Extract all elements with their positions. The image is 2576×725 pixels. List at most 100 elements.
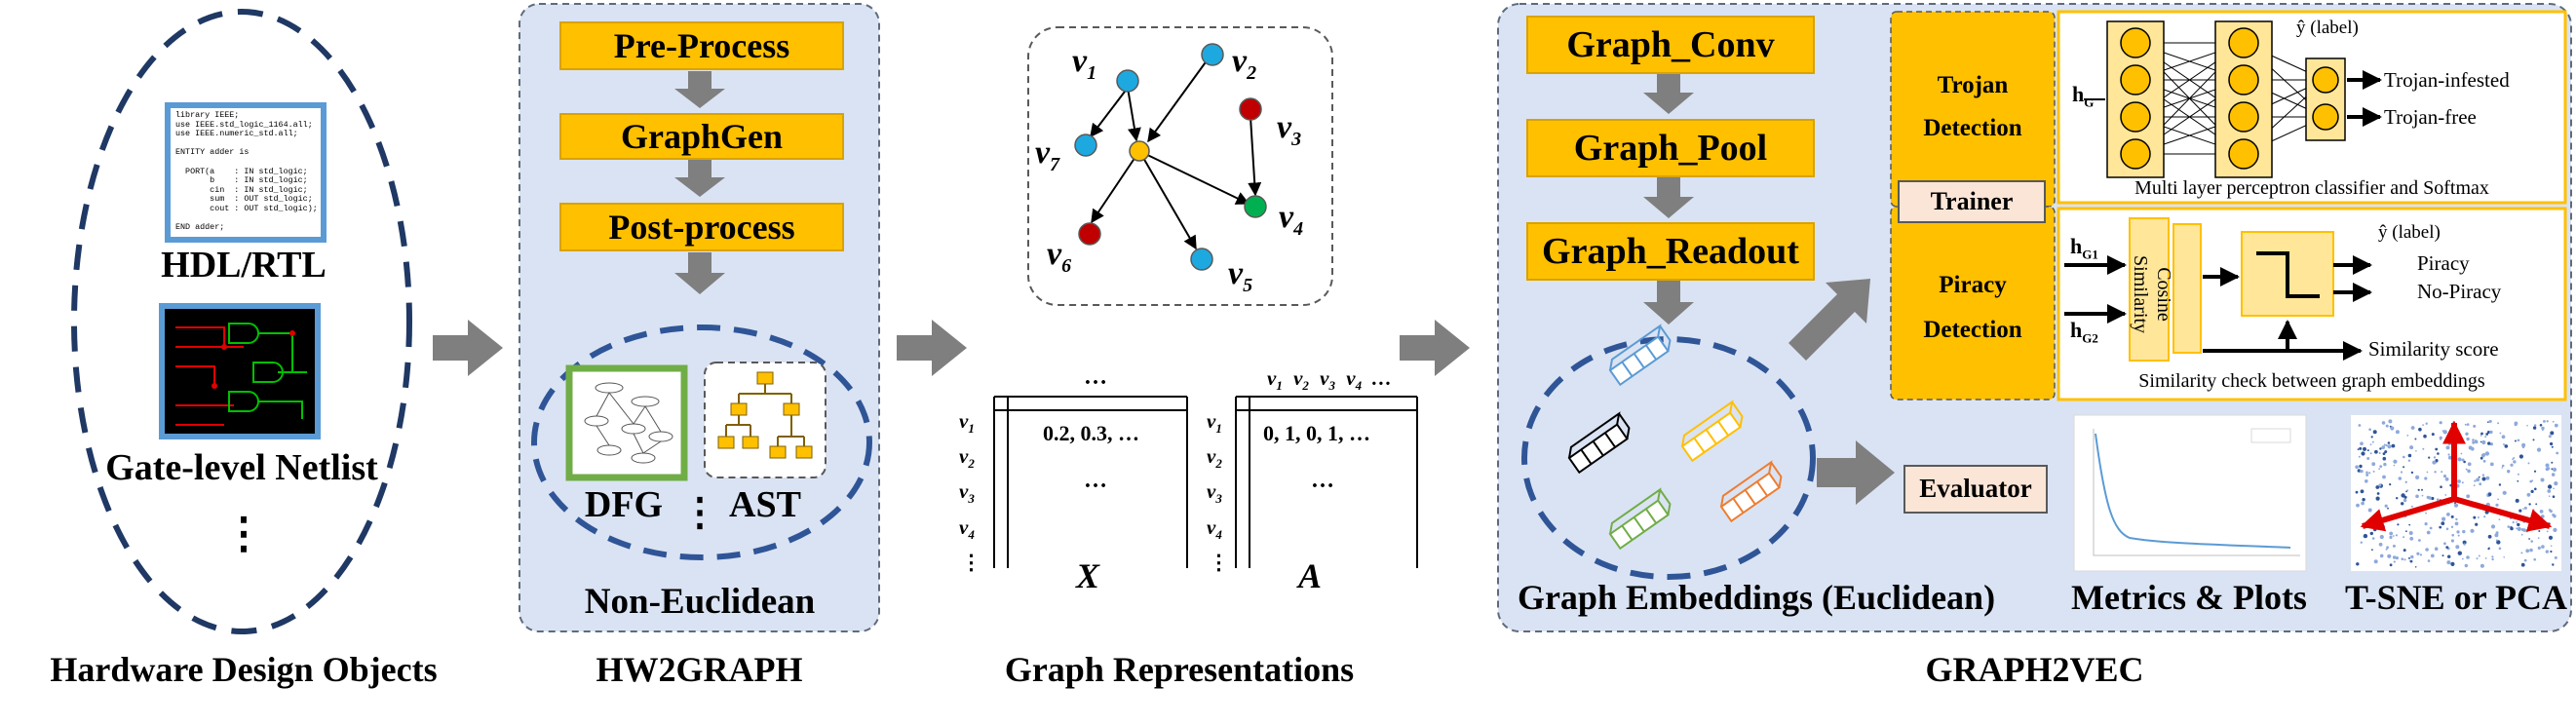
tsne-point [2518,509,2522,513]
graph-readout-layer: Graph_Readout [1526,222,1815,281]
graph-node-v5 [1190,248,1213,271]
tsne-point [2426,530,2431,535]
tsne-point [2489,442,2493,446]
x-row-header: v4 [959,515,975,542]
tsne-point [2551,445,2554,448]
tsne-point [2415,475,2420,479]
node-label-v1: v1 [1072,43,1097,84]
metrics-plot [2073,414,2307,572]
tsne-point [2429,526,2433,530]
tsne-point [2441,430,2444,432]
tsne-point [2457,531,2460,534]
tsne-point [2476,557,2479,560]
tsne-point [2485,476,2490,480]
tsne-point [2440,485,2442,489]
tsne-point [2389,483,2392,486]
tsne-point [2490,524,2496,529]
tsne-point [2517,473,2519,476]
tsne-point [2404,480,2407,483]
tsne-point [2444,494,2447,496]
tsne-point [2518,454,2523,459]
tsne-point [2401,502,2404,506]
tsne-point [2379,534,2384,540]
tsne-point [2358,455,2361,458]
tsne-point [2461,557,2464,560]
tsne-point [2531,479,2534,482]
tsne-point [2489,430,2493,435]
piracy-detection-box [1890,206,2056,401]
tsne-point [2442,475,2447,478]
tsne-point [2450,525,2454,528]
tsne-point [2476,477,2480,482]
x-row-header: v2 [959,444,975,472]
tsne-point [2372,527,2377,532]
tsne-point [2447,453,2450,456]
tsne-point [2465,432,2469,436]
tsne-point [2387,444,2392,449]
tsne-point [2522,528,2526,532]
tsne-point [2457,479,2461,483]
tsne-point [2366,449,2369,452]
tsne-point [2355,465,2359,470]
tsne-point [2445,546,2449,549]
a-row-header: v4 [1207,515,1222,542]
tsne-point [2439,438,2442,440]
tsne-point [2547,489,2552,493]
tsne-point [2378,468,2381,471]
tsne-point [2550,431,2555,436]
tsne-point [2457,551,2462,555]
tsne-point [2379,465,2383,468]
tsne-point [2361,501,2365,506]
tsne-point [2463,460,2466,464]
graph2vec-layer-arrows [1643,73,1694,324]
tsne-point [2541,426,2545,431]
tsne-point [2554,481,2558,486]
tsne-point [2418,427,2422,432]
tsne-point [2510,463,2514,467]
tsne-point [2372,430,2377,435]
tsne-point [2539,424,2543,427]
tsne-point [2491,555,2494,558]
tsne-point [2371,462,2376,467]
tsne-point [2379,553,2384,558]
tsne-point [2446,513,2450,516]
tsne-point [2467,469,2471,474]
similarity-output-label: ŷ (label) [2378,222,2441,243]
tsne-point [2408,531,2413,535]
tsne-point [2482,459,2486,463]
ast-tree [717,371,813,459]
similarity-input1-label: hG1 [2070,234,2098,262]
tsne-point [2491,557,2494,561]
tsne-point [2516,521,2518,523]
hdl-code: library IEEE;use IEEE.std_logic_1164.all… [175,111,322,236]
tsne-point [2487,421,2489,424]
tsne-point [2403,549,2406,553]
tsne-point [2439,525,2442,529]
tsne-point [2395,556,2399,560]
tsne-point [2551,461,2554,464]
tsne-point [2360,489,2365,494]
tsne-point [2478,476,2480,478]
tsne-point [2481,477,2486,481]
a-matrix-row1: 0, 1, 0, 1, … [1263,421,1370,445]
tsne-point [2369,443,2372,446]
tsne-point [2357,469,2362,473]
tsne-point [2517,526,2521,532]
tsne-point [2359,464,2363,469]
tsne-point [2428,456,2431,459]
tsne-point [2507,525,2511,528]
embeddings-ellipse [1521,336,1816,580]
node-label-v3: v3 [1277,109,1302,150]
tsne-point [2410,554,2414,559]
graph-node-hub [1129,140,1150,162]
flow-arrow-3 [1400,320,1470,376]
tsne-point [2517,522,2520,527]
dfg-graph [584,382,673,464]
tsne-point [2378,542,2383,547]
tsne-point [2457,534,2460,537]
tsne-point [2395,430,2400,435]
tsne-point [2523,506,2527,510]
tsne-point [2532,426,2537,430]
feature-matrix-x [993,396,1188,568]
tsne-point [2528,538,2531,540]
